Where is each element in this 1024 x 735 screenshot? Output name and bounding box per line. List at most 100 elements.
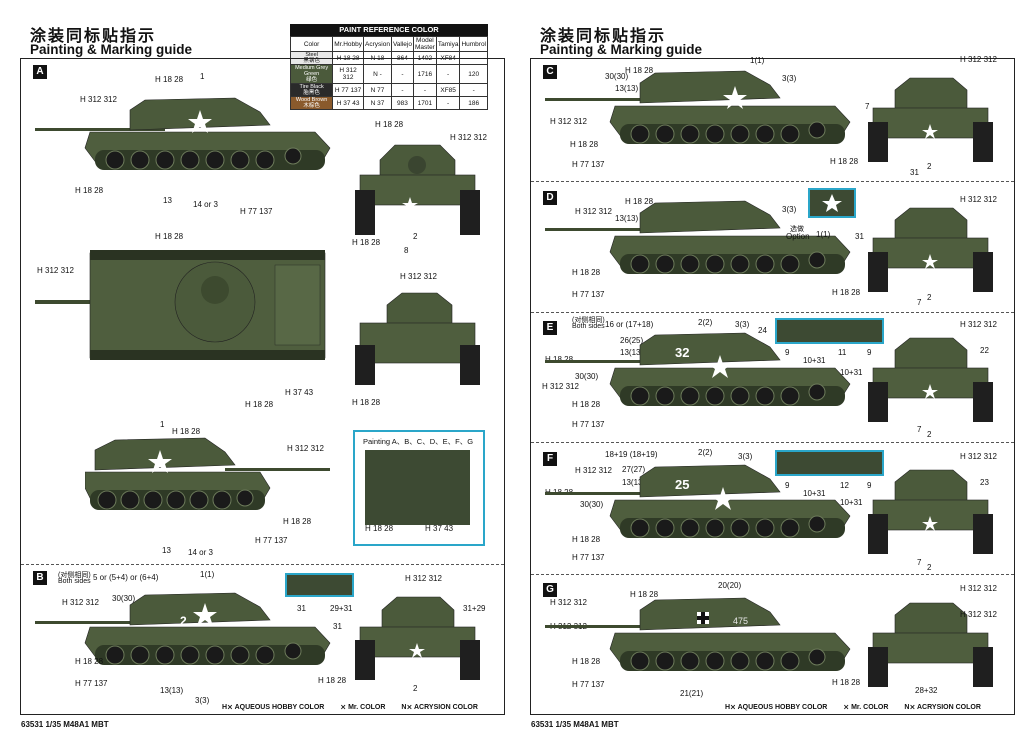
tank-f-front-view <box>868 469 993 554</box>
decal-callout: 3(3) <box>738 452 753 461</box>
paint-code: H 18 28 <box>832 678 861 687</box>
decal-detail-inset <box>775 450 884 476</box>
section-label-e: E <box>543 321 557 335</box>
ref-header-modelmaster: Model Master <box>412 36 437 52</box>
paint-code: H 312 312 <box>575 466 612 475</box>
paint-code: H 18 28 <box>572 400 601 409</box>
tank-c-front-view <box>868 77 993 162</box>
star-icon <box>409 643 425 658</box>
page-title-cn: 涂装同标贴指示 <box>540 28 667 45</box>
decal-callout: 13(13) <box>615 84 639 93</box>
decal-callout: 3(3) <box>782 205 797 214</box>
decal-callout: 30(30) <box>112 594 136 603</box>
right-page: 涂装同标贴指示 Painting & Marking guide C D E F… <box>520 0 1024 735</box>
section-label-g: G <box>543 583 557 597</box>
decal-callout: 31 <box>333 622 342 631</box>
paint-code: H 18 28 <box>545 355 574 364</box>
decal-note: Both sides <box>58 578 91 585</box>
star-icon <box>723 86 747 109</box>
paint-code: H 18 28 <box>375 120 404 129</box>
paint-code: H 312 312 <box>62 598 99 607</box>
table-row: Tire Black 胎黑色 H 77 137 N 77 - - XF85 - <box>289 83 488 97</box>
decal-callout: 11 <box>838 348 847 357</box>
decal-callout: 3(3) <box>735 320 750 329</box>
section-label-f: F <box>543 452 557 466</box>
tank-d-front-view <box>868 207 993 292</box>
ref-header-color: Color <box>289 36 334 52</box>
tank-d-side-view <box>545 200 851 274</box>
star-icon <box>402 197 418 212</box>
decal-callout: 14 or 3 <box>188 548 213 557</box>
decal-callout: 7 <box>917 425 922 434</box>
decal-callout: 9 <box>867 481 872 490</box>
paint-code: H 312 312 <box>550 598 587 607</box>
legend-acrysion: N⨯ ACRYSION COLOR <box>904 704 981 711</box>
paint-code: H 312 312 <box>405 574 442 583</box>
ref-header-tamiya: Tamiya <box>435 36 461 52</box>
decal-callout: 1(1) <box>816 230 831 239</box>
paint-code: H 18 28 <box>283 517 312 526</box>
decal-callout: 10+31 <box>840 498 863 507</box>
paint-code: H 18 28 <box>245 400 274 409</box>
paint-code: H 18 28 <box>625 197 654 206</box>
paint-code: H 18 28 <box>318 676 347 685</box>
decal-callout: 2 <box>927 430 932 439</box>
paint-code: H 18 28 <box>155 232 184 241</box>
paint-code: H 18 28 <box>75 657 104 666</box>
paint-code: H 312 312 <box>960 610 997 619</box>
painting-inset: Painting A、B、C、D、E、F、G <box>353 430 485 546</box>
star-icon <box>822 194 842 212</box>
decal-callout: 1(1) <box>200 570 215 579</box>
left-page: 涂装同标贴指示 Painting & Marking guide PAINT R… <box>0 0 505 735</box>
paint-code: H 312 312 <box>80 95 117 104</box>
legend-aqueous: H⨯ AQUEOUS HOBBY COLOR <box>725 704 828 711</box>
option-label-cn: 选做 <box>790 226 804 233</box>
ref-color-tire-black: Tire Black 胎黑色 <box>289 83 334 97</box>
decal-callout: 2(2) <box>698 448 713 457</box>
decal-callout: 1(1) <box>750 56 765 65</box>
paint-legend: H⨯ AQUEOUS HOBBY COLOR ⨯ Mr. COLOR N⨯ AC… <box>222 703 492 711</box>
divider <box>21 564 504 565</box>
paint-code: H 77 137 <box>255 536 288 545</box>
ref-header-vallejo: Vallejo <box>390 36 414 52</box>
paint-code: H 18 28 <box>625 66 654 75</box>
divider <box>531 574 1014 575</box>
divider <box>531 312 1014 313</box>
paint-code: H 312 312 <box>960 195 997 204</box>
hull-number: 25 <box>675 477 689 492</box>
decal-callout: 1 <box>160 420 165 429</box>
decal-callout: 13(13) <box>160 686 184 695</box>
decal-callout: 10+31 <box>840 368 863 377</box>
decal-callout: 12 <box>840 481 849 490</box>
decal-note-cn: (对侧相同) <box>572 317 605 324</box>
ref-header-humbrol: Humbrol <box>459 36 488 52</box>
star-icon <box>922 516 938 531</box>
decal-callout: 18+19 (18+19) <box>605 450 658 459</box>
decal-callout: 9 <box>785 481 790 490</box>
decal-callout: 30(30) <box>605 72 629 81</box>
tank-g-side-view: 475 <box>545 597 851 671</box>
paint-code: H 77 137 <box>75 679 108 688</box>
decal-callout: 9 <box>785 348 790 357</box>
paint-code: H 77 137 <box>572 420 605 429</box>
decal-callout: 16 or (17+18) <box>605 320 654 329</box>
decal-note: Both sides <box>572 323 605 330</box>
tank-b-side-view: 2 <box>35 592 331 665</box>
decal-callout: 31 <box>910 168 919 177</box>
table-row: Wood Brown 木棕色 H 37 43 N 37 983 1701 - 1… <box>289 96 488 110</box>
paint-code: H 18 28 <box>352 398 381 407</box>
decal-callout: 8 <box>404 246 409 255</box>
star-icon <box>922 124 938 139</box>
decal-callout: 3(3) <box>195 696 210 705</box>
star-icon <box>188 110 212 133</box>
paint-code: H 312 312 <box>960 55 997 64</box>
decal-callout: 13 <box>163 196 172 205</box>
paint-code: H 18 28 <box>832 288 861 297</box>
decal-callout: 10+31 <box>803 489 826 498</box>
decal-callout: 13 <box>162 546 171 555</box>
paint-code: H 18 28 <box>572 268 601 277</box>
decal-callout: 2(2) <box>698 318 713 327</box>
paint-code: H 312 312 <box>37 266 74 275</box>
paint-code: H 77 137 <box>572 290 605 299</box>
decal-callout: 23 <box>980 478 989 487</box>
